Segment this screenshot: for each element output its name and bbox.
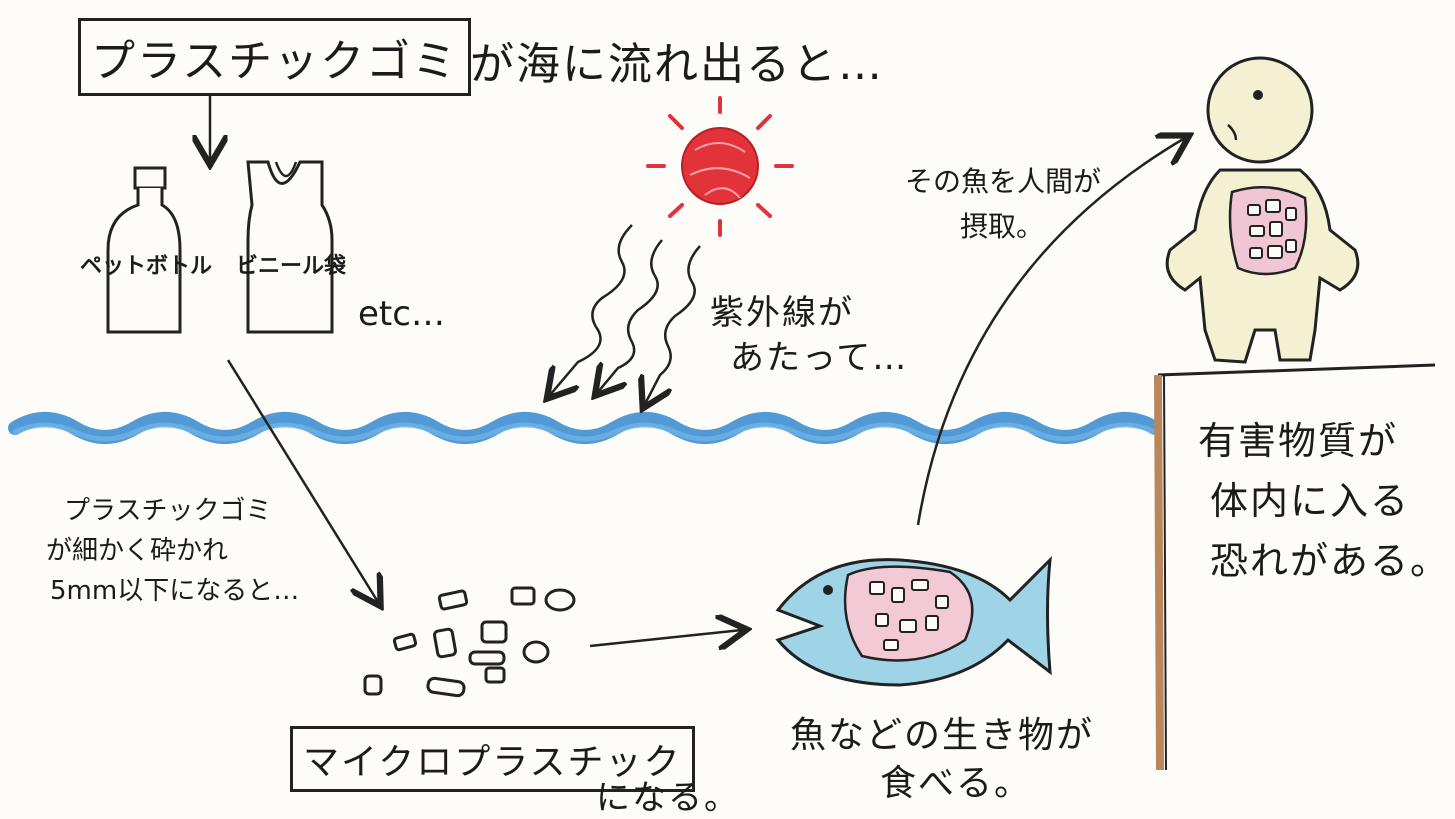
plastic-bag-icon xyxy=(246,160,334,334)
micro-box: マイクロプラスチック xyxy=(290,726,695,792)
break-line3: 5mm以下になると… xyxy=(50,576,300,606)
harm-line3: 恐れがある。 xyxy=(1210,539,1451,583)
microplastic-fragment-icon xyxy=(363,586,576,698)
bag-label: ビニール袋 xyxy=(236,254,347,279)
cliff xyxy=(1154,363,1436,771)
break-line2: が細かく砕かれ xyxy=(46,536,229,566)
uv-line1: 紫外線が xyxy=(710,293,854,333)
bottle-label: ペットボトル xyxy=(80,254,213,279)
etc-label: etc… xyxy=(358,294,445,334)
harm-line1: 有害物質が xyxy=(1198,419,1399,463)
human-line2: 摂取。 xyxy=(960,210,1045,243)
sea-surface xyxy=(8,412,1162,444)
human-icon xyxy=(1165,56,1360,364)
pet-bottle-icon xyxy=(106,166,182,334)
harm-line2: 体内に入る xyxy=(1210,479,1411,523)
human-line1: その魚を人間が xyxy=(905,165,1102,198)
break-line1: プラスチックゴミ xyxy=(64,496,272,526)
uv-line2: あたって… xyxy=(730,338,909,378)
sun-icon xyxy=(646,96,794,237)
micro-rest: になる。 xyxy=(596,778,740,818)
arrow-to-microplastics xyxy=(226,359,378,602)
eat-line1: 魚などの生き物が xyxy=(790,715,1095,756)
title-rest: が海に流れ出ると… xyxy=(470,39,884,90)
arrow-to-human xyxy=(916,138,1185,526)
eat-line2: 食べる。 xyxy=(880,763,1033,804)
arrow-to-fish xyxy=(589,630,742,646)
title-box: プラスチックゴミ xyxy=(78,18,472,96)
fish-icon xyxy=(775,555,1052,687)
uv-ray-icon xyxy=(550,224,701,404)
